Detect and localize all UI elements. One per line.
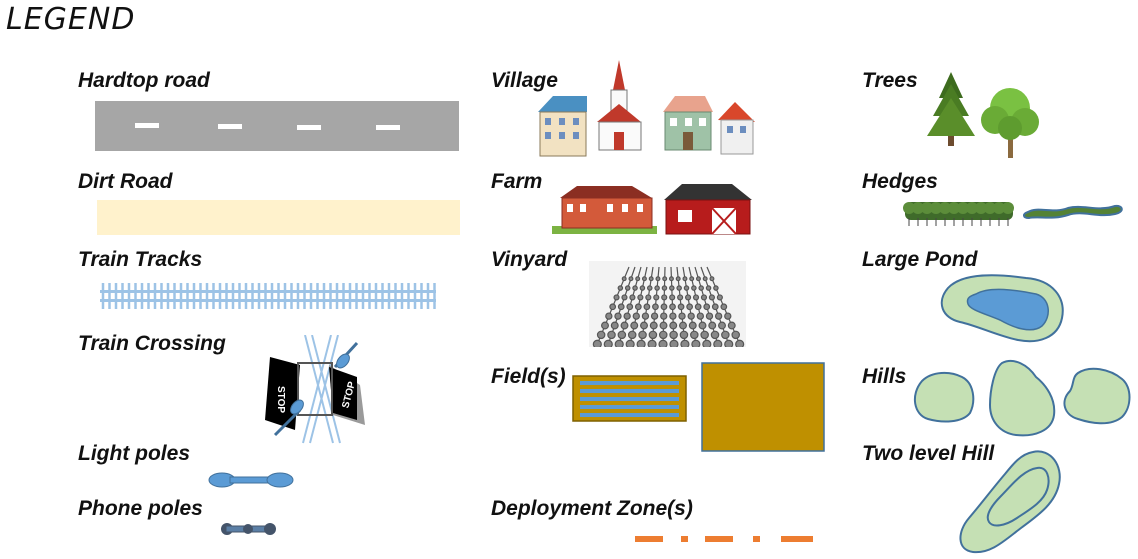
trees-symbol — [927, 72, 1039, 158]
label-train-crossing: Train Crossing — [78, 332, 226, 355]
dirt-road-symbol — [97, 200, 460, 235]
fields-symbol — [572, 362, 825, 452]
label-trees: Trees — [862, 69, 918, 92]
train-crossing-symbol: STOP STOP — [265, 335, 365, 444]
label-fields: Field(s) — [491, 365, 566, 388]
two-level-hill-symbol — [959, 450, 1061, 554]
label-hardtop-road: Hardtop road — [78, 69, 210, 92]
label-train-tracks: Train Tracks — [78, 248, 203, 271]
label-hills: Hills — [862, 365, 907, 388]
label-deployment-zones: Deployment Zone(s) — [491, 497, 693, 520]
label-light-poles: Light poles — [78, 442, 190, 465]
large-pond-symbol — [940, 274, 1064, 343]
train-tracks-symbol — [100, 283, 436, 309]
vinyard-symbol — [589, 261, 746, 347]
phone-pole-symbol — [221, 523, 276, 535]
farm-symbol — [552, 184, 752, 235]
legend-title: LEGEND — [6, 2, 136, 37]
light-pole-symbol — [208, 472, 294, 488]
label-hedges: Hedges — [862, 170, 938, 193]
label-dirt-road: Dirt Road — [78, 170, 173, 193]
label-two-level-hill: Two level Hill — [862, 442, 995, 465]
hedges-symbol — [903, 202, 1123, 226]
label-phone-poles: Phone poles — [78, 497, 203, 520]
hardtop-road-symbol — [95, 101, 459, 151]
label-farm: Farm — [491, 170, 543, 193]
stop-sign-left: STOP — [275, 386, 286, 413]
hills-symbol — [913, 359, 1131, 437]
label-village: Village — [491, 69, 558, 92]
label-vinyard: Vinyard — [491, 248, 568, 271]
label-large-pond: Large Pond — [862, 248, 978, 271]
village-symbol — [538, 60, 755, 157]
deployment-zone-symbol — [635, 536, 813, 542]
